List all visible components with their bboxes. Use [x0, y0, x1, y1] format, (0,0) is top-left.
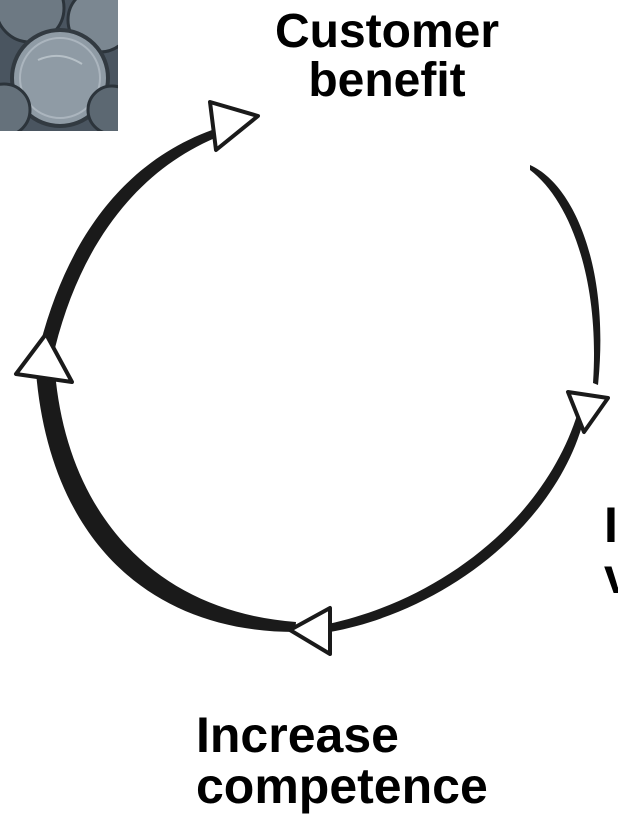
cycle-arc-upper-left	[40, 130, 215, 348]
label-top-line1: Customer	[262, 8, 512, 57]
label-right-truncated: I v	[604, 500, 618, 602]
arrowhead-bottom-icon	[290, 608, 330, 654]
cycle-arc-lower-right	[328, 412, 585, 632]
label-right-line1: I	[604, 500, 618, 551]
arrowhead-left-icon	[16, 334, 72, 382]
label-top-line2: benefit	[262, 57, 512, 106]
label-bottom-line2: competence	[196, 761, 488, 812]
label-bottom-line1: Increase	[196, 710, 488, 761]
label-customer-benefit: Customer benefit	[262, 8, 512, 106]
cycle-arc-bottom-left	[36, 372, 296, 632]
label-right-line2: v	[604, 551, 618, 602]
cycle-arc-right	[530, 165, 600, 385]
arrowhead-top-icon	[210, 102, 258, 150]
label-increase-competence: Increase competence	[196, 710, 488, 812]
